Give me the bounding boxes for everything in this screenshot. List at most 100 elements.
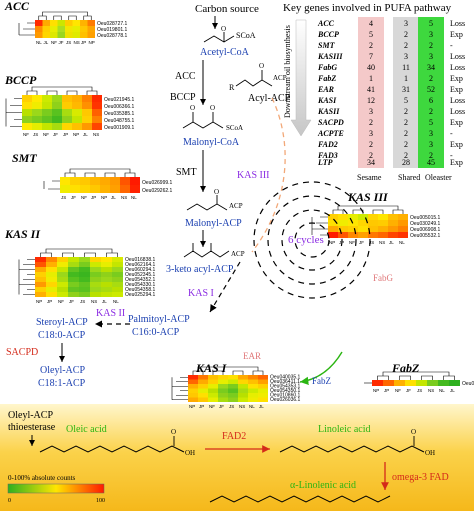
kas2-heatmap-cell xyxy=(68,262,79,267)
kas3-heatmap-cell xyxy=(328,214,338,220)
smt-gene-label: Oeu029262.1 xyxy=(142,188,173,194)
kas2-column-label: JF xyxy=(69,299,74,304)
palmitoyl-acp-label: Palmitoyl-ACP xyxy=(128,314,190,325)
kas2-heatmap-cell xyxy=(101,262,112,267)
kas1-pathway-label: KAS I xyxy=(188,288,214,299)
table-oleaster-count: 5 xyxy=(429,19,433,28)
kas1-gene-label: Oeu026036.1 xyxy=(270,397,301,403)
acetyl-coa-o: O xyxy=(221,25,226,33)
kas2-heatmap-cell xyxy=(57,287,68,292)
acc-heatmap-cell xyxy=(50,26,58,32)
smt-heatmap-cell xyxy=(90,177,100,185)
kas2-heatmap-cell xyxy=(35,292,46,297)
table-gene-name: FabG xyxy=(317,63,337,72)
kas2-heatmap-cell xyxy=(112,267,123,272)
kas2-heatmap-cell xyxy=(101,292,112,297)
table-gene-name: FAD3 xyxy=(317,151,338,160)
kas3-heatmap-cell xyxy=(398,220,408,226)
kas1-column-label: NP xyxy=(189,404,195,409)
kas2-heatmap-cell xyxy=(68,272,79,277)
table-sesame-count: 7 xyxy=(369,52,373,61)
kas1-heatmap-cell xyxy=(218,388,228,393)
oleic-o: O xyxy=(171,428,176,436)
bccp-heatmap-title: BCCP xyxy=(4,73,37,87)
kas3-heatmap-cell xyxy=(348,226,358,232)
acc-column-label: NS xyxy=(74,40,80,45)
kas1-heatmap-cell xyxy=(238,384,248,389)
bccp-column-dendrogram xyxy=(26,86,98,95)
kas2-heatmap-cell xyxy=(68,257,79,262)
malonyl-acp-acp: ACP xyxy=(229,202,243,210)
table-sesame-count: 2 xyxy=(369,140,373,149)
table-gene-name: FabZ xyxy=(317,74,336,83)
kas1-heatmap-cell xyxy=(228,393,238,398)
kas3-heatmap-cell xyxy=(358,232,368,238)
bccp-heatmap-cell xyxy=(82,123,92,130)
smt-heatmap-cell xyxy=(130,177,140,185)
kas1-heatmap-cell xyxy=(188,393,198,398)
bccp-heatmap-cell xyxy=(42,102,52,109)
bccp-heatmap-cell xyxy=(72,123,82,130)
kas3-pathway-label: KAS III xyxy=(237,170,270,181)
table-oleaster-count: 2 xyxy=(429,107,433,116)
fabz-column-label: JL xyxy=(450,388,455,393)
carbon-source-label: Carbon source xyxy=(195,3,259,15)
bccp-heatmap-cell xyxy=(32,102,42,109)
kas2-heatmap-cell xyxy=(68,282,79,287)
bccp-heatmap-cell xyxy=(92,116,102,123)
smt-column-label: JS xyxy=(61,195,66,200)
table-shared-count: 2 xyxy=(404,129,408,138)
bccp-gene-label: Oeu048755.1 xyxy=(104,118,135,124)
kas2-column-label: JL xyxy=(102,299,107,304)
bccp-heatmap-cell xyxy=(92,123,102,130)
acc-heatmap-cell xyxy=(57,32,65,38)
smt-heatmap-cell xyxy=(60,185,70,193)
kas2-heatmap-title: KAS II xyxy=(4,227,41,241)
bccp-column-label: JP xyxy=(63,132,68,137)
kas2-heatmap-cell xyxy=(112,257,123,262)
bccp-heatmap-cell xyxy=(72,95,82,102)
bccp-column-label: NF xyxy=(43,132,49,137)
kas2-pathway-label: KAS II xyxy=(96,308,125,319)
table-sesame-count: 41 xyxy=(367,85,375,94)
smt-heatmap-cell xyxy=(60,177,70,185)
table-oleaster-count: 2 xyxy=(429,41,433,50)
table-oleaster-count: 45 xyxy=(427,158,435,167)
kas2-heatmap-cell xyxy=(112,262,123,267)
kas2-heatmap-cell xyxy=(57,272,68,277)
kas1-row-dendrogram xyxy=(171,376,188,401)
legend-max: 100 xyxy=(96,498,105,504)
col-oleaster-label: Oleaster xyxy=(425,173,452,182)
kas3-heatmap-cell xyxy=(338,232,348,238)
kas1-heatmap-cell xyxy=(188,379,198,384)
bccp-gene-label: Oeu021945.1 xyxy=(104,97,135,103)
acc-heatmap-cell xyxy=(50,32,58,38)
kas2-column-dendrogram xyxy=(40,248,118,257)
table-shared-count: 2 xyxy=(404,151,408,160)
table-status: - xyxy=(450,151,453,160)
malonyl-coa-scoa: SCoA xyxy=(226,124,243,132)
kas2-heatmap-cell xyxy=(101,277,112,282)
table-status: Exp xyxy=(450,85,463,94)
smt-gene-label: Oeu026999.1 xyxy=(142,180,173,186)
kas2-heatmap-cell xyxy=(90,287,101,292)
bccp-heatmap-cell xyxy=(22,102,32,109)
table-oleaster-count: 3 xyxy=(429,30,433,39)
kas2-gene-label: Oeu016838.1 xyxy=(125,257,156,263)
bccp-column-label: JF xyxy=(53,132,58,137)
kas3-heatmap-cell xyxy=(348,232,358,238)
kas2-heatmap-cell xyxy=(112,292,123,297)
kas2-column-label: NP xyxy=(36,299,42,304)
kas2-heatmap-cell xyxy=(46,292,57,297)
omega3-label: omega-3 FAD xyxy=(392,472,449,483)
sacpd-pathway-label: SACPD xyxy=(6,347,38,358)
table-shared-count: 2 xyxy=(404,41,408,50)
acc-heatmap-cell xyxy=(42,26,50,32)
kas1-heatmap-cell xyxy=(218,397,228,402)
acc-column-label: NL xyxy=(36,40,42,45)
bccp-heatmap: BCCPOeu021945.1Oeu006366.1Oeu035385.1Oeu… xyxy=(4,73,135,137)
